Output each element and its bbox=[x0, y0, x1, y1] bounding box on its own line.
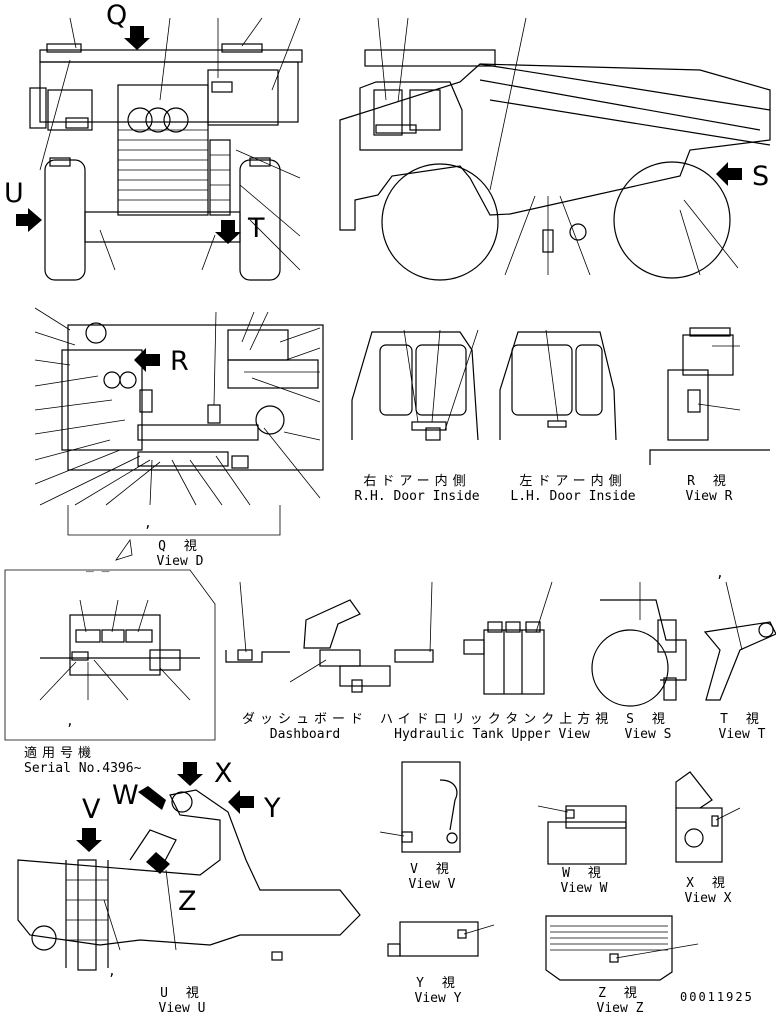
caption-view-w-en: View W bbox=[560, 881, 608, 896]
caption-view-t-jp: T 視 bbox=[720, 712, 764, 727]
view-letter-w: W bbox=[112, 780, 139, 811]
caption-dashboard-jp: ダッシュボード bbox=[241, 712, 368, 727]
caption-applicable-en: Serial No.4396~ bbox=[24, 761, 142, 776]
mark-comma-q: , bbox=[144, 516, 152, 531]
caption-view-z-en: View Z bbox=[596, 1001, 644, 1016]
rh-door-drawing bbox=[351, 329, 479, 441]
caption-view-q-jp: Q 視 bbox=[158, 539, 202, 554]
drawing-number: 00011925 bbox=[680, 990, 754, 1004]
lh-door-drawing bbox=[499, 329, 617, 441]
view-letter-v: V bbox=[82, 794, 101, 825]
caption-applicable-serial: 適用号機 Serial No.4396~ bbox=[24, 746, 204, 776]
caption-view-u-en: View U bbox=[158, 1001, 206, 1016]
view-w-drawing bbox=[537, 805, 627, 865]
caption-view-y-en: View Y bbox=[414, 991, 462, 1006]
caption-view-y-jp: Y 視 bbox=[416, 976, 460, 991]
hydraulic-tank-drawing bbox=[463, 581, 553, 695]
view-s-drawing bbox=[591, 582, 687, 707]
view-z-drawing bbox=[545, 915, 699, 981]
caption-view-z: Z 視 View Z bbox=[580, 986, 660, 1016]
mark-dash: _ _ bbox=[86, 558, 110, 573]
view-letter-t: T bbox=[248, 213, 265, 244]
caption-dashboard-en: Dashboard bbox=[269, 727, 341, 742]
dashboard-drawing bbox=[225, 581, 434, 693]
caption-view-r-jp: R 視 bbox=[687, 474, 731, 489]
view-x-drawing bbox=[675, 771, 741, 863]
caption-view-q-en: View D bbox=[156, 554, 204, 569]
view-letter-x: X bbox=[214, 758, 233, 789]
mark-comma-u: , bbox=[108, 964, 116, 979]
caption-view-s-en: View S bbox=[624, 727, 672, 742]
caption-view-x-jp: X 視 bbox=[686, 876, 730, 891]
view-letter-u: U bbox=[4, 178, 24, 209]
caption-view-r-en: View R bbox=[685, 489, 733, 504]
view-v-drawing bbox=[379, 761, 461, 853]
caption-view-v: V 視 View V bbox=[392, 862, 472, 892]
caption-hydraulic-tank-en: Hydraulic Tank Upper View bbox=[394, 727, 590, 742]
caption-view-u: U 視 View U bbox=[142, 986, 222, 1016]
caption-hydraulic-tank-jp: ハイドロリックタンク上方視 bbox=[380, 712, 614, 727]
view-t-drawing bbox=[703, 581, 776, 701]
caption-view-v-en: View V bbox=[408, 877, 456, 892]
caption-view-x: X 視 View X bbox=[668, 876, 748, 906]
view-letter-r: R bbox=[170, 346, 189, 377]
view-r-drawing bbox=[649, 327, 770, 465]
caption-view-s: S 視 View S bbox=[608, 712, 688, 742]
caption-view-t: T 視 View T bbox=[708, 712, 776, 742]
caption-view-s-jp: S 視 bbox=[626, 712, 670, 727]
caption-view-w: W 視 View W bbox=[544, 866, 624, 896]
view-u-drawing bbox=[17, 762, 361, 971]
side-view bbox=[339, 17, 771, 281]
front-view bbox=[16, 17, 303, 281]
caption-view-t-en: View T bbox=[718, 727, 766, 742]
view-q-drawing bbox=[34, 307, 324, 561]
caption-view-w-jp: W 視 bbox=[562, 866, 606, 881]
caption-rh-door: 右ドアー内側 R.H. Door Inside bbox=[342, 474, 492, 504]
view-y-drawing bbox=[387, 921, 495, 957]
view-letter-s: S bbox=[752, 161, 770, 192]
caption-lh-door-en: L.H. Door Inside bbox=[510, 489, 636, 504]
caption-view-x-en: View X bbox=[684, 891, 732, 906]
view-letter-y: Y bbox=[264, 793, 281, 824]
mark-comma-box: , bbox=[66, 714, 74, 729]
view-letter-z: Z bbox=[178, 886, 197, 917]
caption-lh-door: 左ドアー内側 L.H. Door Inside bbox=[498, 474, 648, 504]
caption-dashboard: ダッシュボード Dashboard bbox=[240, 712, 370, 742]
caption-applicable-jp: 適用号機 bbox=[24, 746, 97, 761]
caption-view-v-jp: V 視 bbox=[410, 862, 454, 877]
caption-view-u-jp: U 視 bbox=[160, 986, 204, 1001]
caption-rh-door-en: R.H. Door Inside bbox=[354, 489, 480, 504]
caption-rh-door-jp: 右ドアー内側 bbox=[363, 474, 471, 489]
caption-view-z-jp: Z 視 bbox=[598, 986, 642, 1001]
mark-comma-t: , bbox=[716, 566, 724, 581]
view-letter-q: Q bbox=[106, 0, 128, 31]
caption-view-y: Y 視 View Y bbox=[398, 976, 478, 1006]
caption-lh-door-jp: 左ドアー内側 bbox=[519, 474, 627, 489]
caption-view-q: Q 視 View D bbox=[130, 539, 230, 569]
caption-view-r: R 視 View R bbox=[664, 474, 754, 504]
caption-hydraulic-tank: ハイドロリックタンク上方視 Hydraulic Tank Upper View bbox=[380, 712, 614, 742]
serial-box-drawing bbox=[4, 569, 216, 741]
